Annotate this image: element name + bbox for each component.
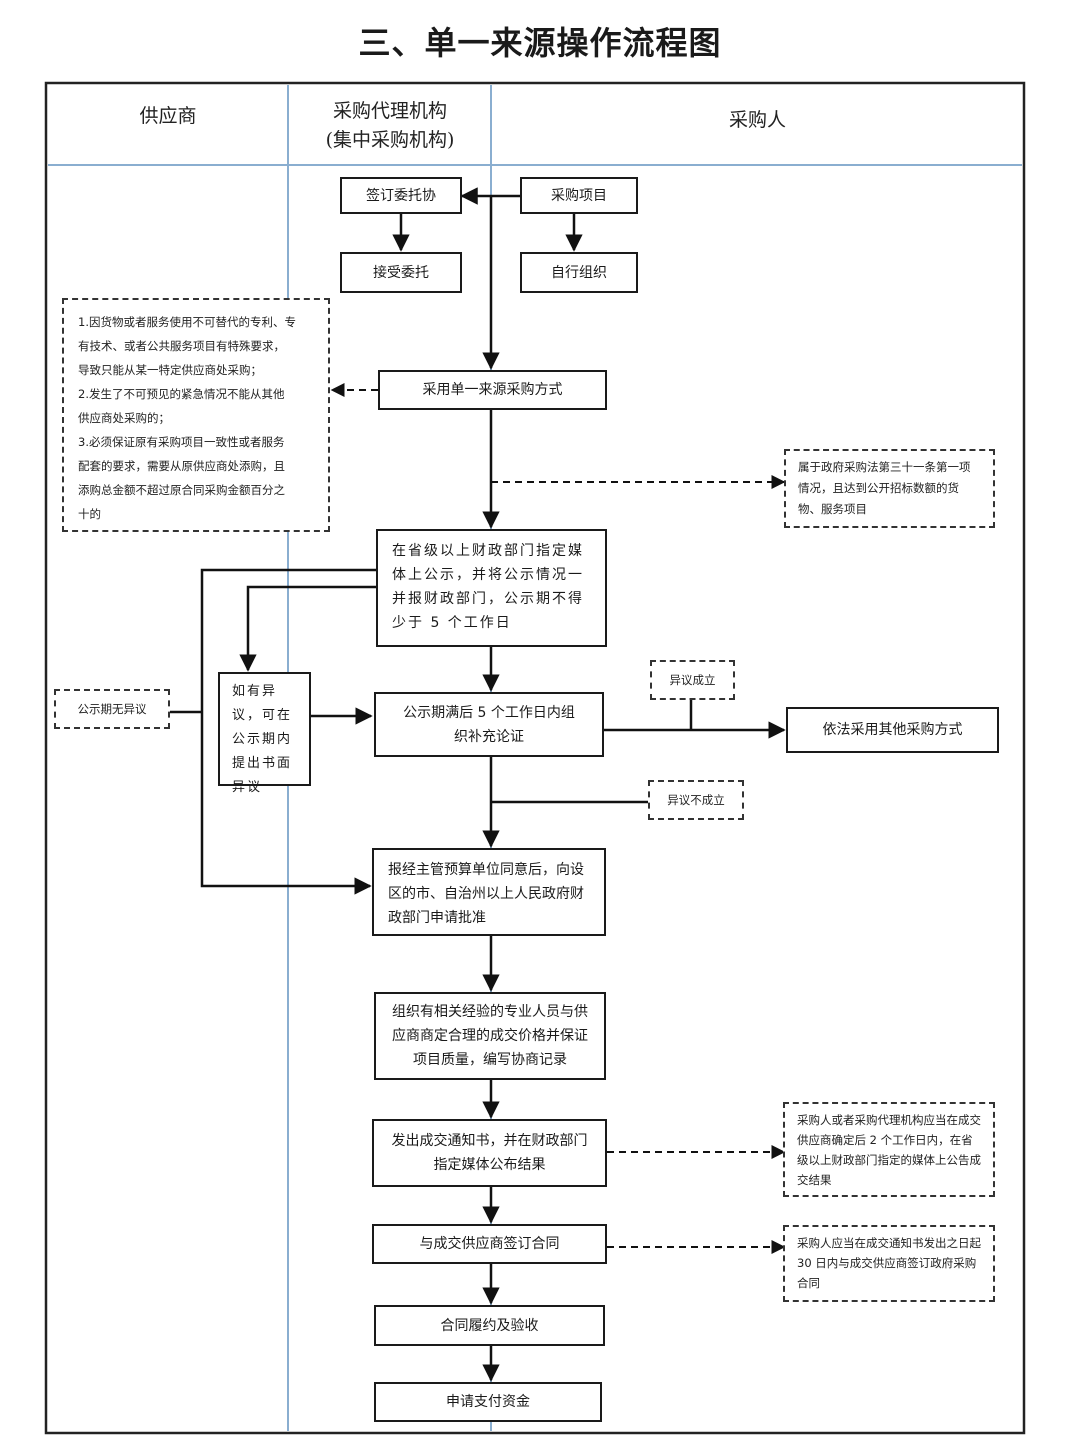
node-adopt-single-source: 采用单一来源采购方式 <box>378 370 607 410</box>
arrow-to-objection <box>239 585 378 672</box>
note-conditions-line: 添购总金额不超过原合同采购金额百分之 <box>78 483 285 497</box>
page-title: 三、单一来源操作流程图 <box>358 24 722 62</box>
note-contract-deadline: 采购人应当在成交通知书发出之日起 30 日内与成交供应商签订政府采购合同 <box>783 1225 995 1302</box>
lane-agency: 采购代理机构 (集中采购机构) <box>290 97 490 155</box>
note-conditions-line: 3.必须保证原有采购项目一致性或者服务 <box>78 435 285 449</box>
note-conditions-line: 有技术、或者公共服务项目有特殊要求， <box>78 339 285 353</box>
node-purchase-project: 采购项目 <box>520 177 638 214</box>
node-objection: 如有异议，可在公示期内提出书面异议 <box>218 672 311 795</box>
note-conditions-line: 十的 <box>78 507 101 521</box>
lane-supplier: 供应商 <box>48 102 288 131</box>
note-conditions-line: 2.发生了不可预见的紧急情况不能从其他 <box>78 387 285 401</box>
note-conditions-line: 导致只能从某一特定供应商处采购； <box>78 363 262 377</box>
note-conditions-line: 配套的要求，需要从原供应商处添购，且 <box>78 459 285 473</box>
node-sign-entrust: 签订委托协 <box>340 177 462 214</box>
note-objection-valid: 异议成立 <box>650 660 735 700</box>
lane-agency-label: 采购代理机构 <box>332 100 447 122</box>
lane-purchaser: 采购人 <box>493 106 1022 135</box>
node-accept-entrust: 接受委托 <box>340 252 462 293</box>
lane-supplier-label: 供应商 <box>139 105 197 127</box>
note-conditions: 1.因货物或者服务使用不可替代的专利、专 有技术、或者公共服务项目有特殊要求， … <box>62 298 330 532</box>
arrow-no-objection-path <box>200 568 378 895</box>
node-sign-contract: 与成交供应商签订合同 <box>372 1224 607 1264</box>
node-issue-notice: 发出成交通知书，并在财政部门指定媒体公布结果 <box>372 1119 607 1187</box>
node-acceptance: 合同履约及验收 <box>374 1305 605 1346</box>
note-announce-result: 采购人或者采购代理机构应当在成交供应商确定后 2 个工作日内，在省级以上财政部门… <box>783 1102 995 1197</box>
node-publicize: 在省级以上财政部门指定媒体上公示，并将公示情况一并报财政部门，公示期不得少于 5… <box>376 529 607 647</box>
node-other-method: 依法采用其他采购方式 <box>786 707 999 753</box>
node-apply-payment: 申请支付资金 <box>374 1382 602 1422</box>
note-conditions-line: 1.因货物或者服务使用不可替代的专利、专 <box>78 315 296 329</box>
lane-purchaser-label: 采购人 <box>728 109 786 131</box>
note-article31: 属于政府采购法第三十一条第一项情况，且达到公开招标数额的货物、服务项目 <box>784 449 995 528</box>
node-supplementary-review: 公示期满后 5 个工作日内组织补充论证 <box>374 692 604 757</box>
note-conditions-line: 供应商处采购的； <box>78 411 170 425</box>
outer-frame <box>44 81 1026 1435</box>
node-negotiate: 组织有相关经验的专业人员与供应商商定合理的成交价格并保证项目质量，编写协商记录 <box>374 992 606 1080</box>
lane-agency-sub: (集中采购机构) <box>325 129 455 151</box>
node-self-organize: 自行组织 <box>520 252 638 293</box>
node-apply-approval: 报经主管预算单位同意后，向设区的市、自治州以上人民政府财政部门申请批准 <box>372 848 606 936</box>
note-no-objection: 公示期无异议 <box>54 689 170 729</box>
note-objection-invalid: 异议不成立 <box>648 780 744 820</box>
